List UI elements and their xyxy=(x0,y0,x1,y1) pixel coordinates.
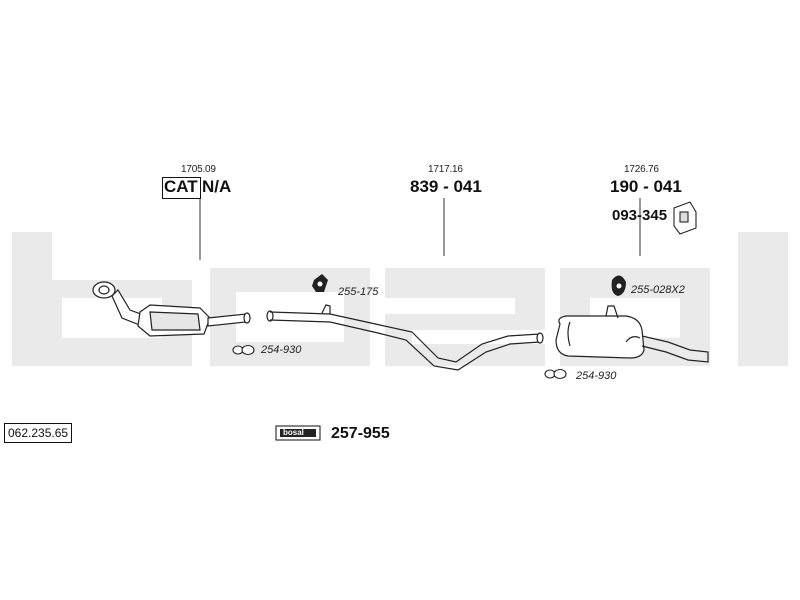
bracket-part-number: 093-345 xyxy=(612,207,668,224)
clamp-label: 254-930 xyxy=(576,370,617,382)
kit-box-graphic xyxy=(275,425,321,441)
rubber-hangers xyxy=(312,274,626,296)
part-number: 190 - 041 xyxy=(610,177,682,196)
reference-number: 062.235.65 xyxy=(4,423,73,443)
bracket xyxy=(673,201,697,235)
kit-part-number: 257-955 xyxy=(331,425,390,442)
part-prefix: CAT xyxy=(164,177,198,196)
clamp-label: 255-175 xyxy=(338,286,379,298)
leader-lines xyxy=(199,198,641,260)
clamp-label: 254-930 xyxy=(261,344,302,356)
dimension-label: 1726.76 xyxy=(624,164,659,175)
kit-brand-label: bosal xyxy=(283,428,304,437)
rear-muffler xyxy=(555,305,709,363)
dimension-label: 1717.16 xyxy=(428,164,463,175)
catalytic-converter xyxy=(92,281,251,337)
clamp-label: 255-028X2 xyxy=(631,284,685,296)
part-number: 839 - 041 xyxy=(410,177,482,196)
part-suffix: N/A xyxy=(202,177,232,196)
dimension-label: 1705.09 xyxy=(181,164,216,175)
intermediate-pipe xyxy=(266,304,544,371)
cat-box xyxy=(162,177,201,199)
bosal-watermark xyxy=(12,232,788,366)
clamps xyxy=(232,344,567,380)
